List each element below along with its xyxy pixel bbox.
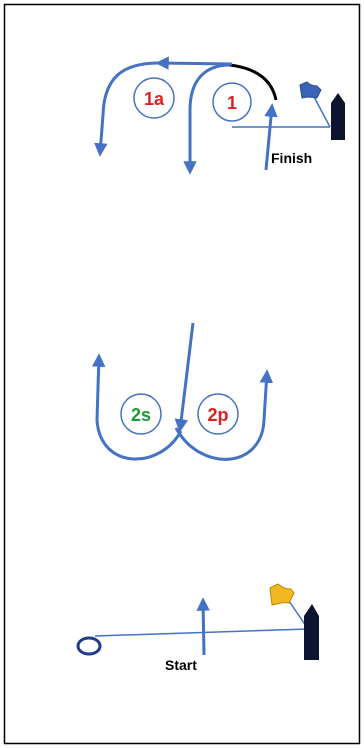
finish-approach-segment: [229, 63, 278, 101]
mark-1: 1: [212, 82, 252, 122]
diagram-frame: [3, 3, 361, 745]
course-leg-mark-2s: [91, 353, 183, 461]
start-flag-icon: [269, 583, 309, 630]
course-leg-top: [155, 56, 233, 70]
course-leg-start: [196, 597, 210, 656]
course-leg-mark-2p: [174, 369, 274, 461]
mark-2s: 2s: [120, 393, 162, 435]
start-line: [94, 628, 309, 637]
course-leg-mark-1a: [94, 61, 163, 157]
flag-icon: [299, 81, 331, 128]
mark-2p: 2p: [197, 393, 239, 435]
buoy-ring-icon: [76, 636, 102, 656]
boat-icon: [331, 93, 345, 140]
mark-2p-label: 2p: [207, 405, 228, 425]
start-label: Start: [165, 657, 197, 673]
finish-label: Finish: [271, 150, 312, 166]
mark-1-label: 1: [227, 93, 237, 113]
start-boat-icon: [304, 604, 319, 660]
mark-1a-label: 1a: [144, 89, 165, 109]
mark-1a: 1a: [133, 77, 175, 119]
mark-2s-label: 2s: [131, 405, 151, 425]
course-leg-mark-1: [183, 63, 231, 175]
course-leg-to-finish: [264, 103, 278, 171]
course-leg-into-gate: [174, 322, 195, 433]
